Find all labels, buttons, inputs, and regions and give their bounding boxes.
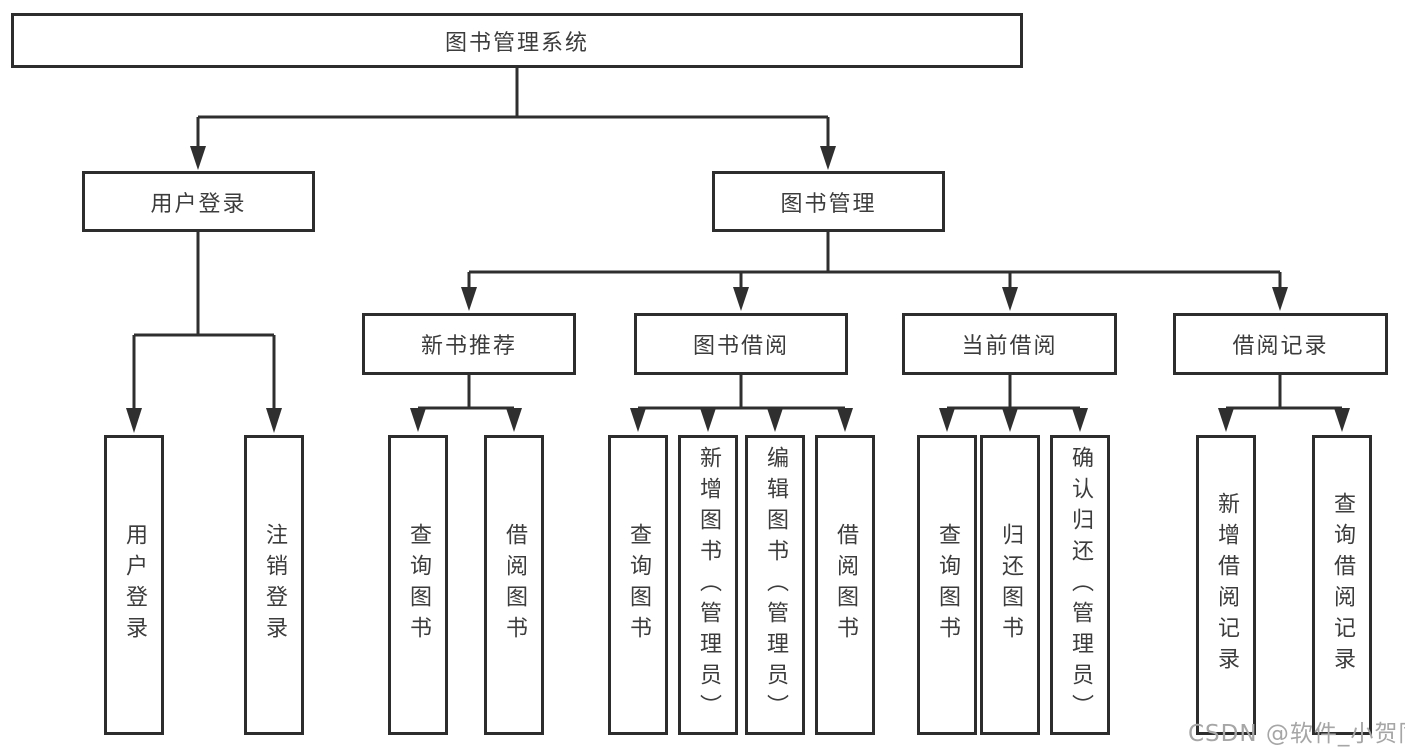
arrowhead [837,408,853,432]
node-library-system: 图书管理系统 [11,13,1023,68]
leaf-query-books-newbook-label: 查询图书 [406,523,431,647]
leaf-add-borrow-record: 新增借阅记录 [1196,435,1256,735]
leaf-query-books-current: 查询图书 [917,435,977,735]
arrowhead [1218,408,1234,432]
node-library-system-label: 图书管理系统 [444,30,589,56]
edge-current-to-leaves [947,375,1080,410]
leaf-edit-books-admin: 编辑图书（管理员） [745,435,805,735]
leaf-return-books-label: 归还图书 [998,523,1023,647]
leaf-logout: 注销登录 [244,435,304,735]
leaf-edit-books-admin-label: 编辑图书（管理员） [763,445,788,725]
node-book-management-label: 图书管理 [780,191,877,217]
node-borrowing-records-label: 借阅记录 [1232,334,1329,359]
csdn-watermark: CSDN @软件_小贺同学 [1188,721,1405,747]
arrowhead [190,146,206,170]
leaf-borrow-books: 借阅图书 [815,435,875,735]
arrowhead [1272,287,1288,311]
node-new-book-recommend-label: 新书推荐 [420,334,517,359]
node-current-borrowing-label: 当前借阅 [961,334,1058,359]
leaf-return-books: 归还图书 [980,435,1040,735]
edge-borrow-to-leaves [638,375,845,410]
edge-newbook-to-leaves [418,375,514,410]
leaf-add-books-admin-label: 新增图书（管理员） [696,445,721,725]
node-new-book-recommend: 新书推荐 [362,313,576,375]
leaf-query-books-current-label: 查询图书 [935,523,960,647]
node-current-borrowing: 当前借阅 [902,313,1117,375]
arrowhead [1334,408,1350,432]
node-user-login-label: 用户登录 [150,191,247,217]
leaf-add-books-admin: 新增图书（管理员） [678,435,738,735]
edge-login-to-leaves [132,232,276,410]
arrowhead [1072,408,1088,432]
node-book-borrowing-label: 图书借阅 [692,334,789,359]
edge-records-to-leaves [1226,375,1342,410]
arrowhead [461,287,477,311]
leaf-query-borrow-record: 查询借阅记录 [1312,435,1372,735]
edge-root-to-level2 [196,68,830,148]
node-user-login: 用户登录 [82,171,315,232]
arrowhead [266,408,282,433]
arrowhead [939,408,955,432]
node-book-management: 图书管理 [712,171,945,232]
arrowhead [733,287,749,311]
leaf-logout-label: 注销登录 [262,523,287,647]
leaf-confirm-return-admin: 确认归还（管理员） [1050,435,1110,735]
leaf-borrow-books-newbook-label: 借阅图书 [502,523,527,647]
leaf-add-borrow-record-label: 新增借阅记录 [1214,492,1239,678]
arrowhead [1002,287,1018,311]
arrowhead [767,408,783,432]
arrowhead [410,408,426,432]
leaf-confirm-return-admin-label: 确认归还（管理员） [1068,445,1093,725]
node-book-borrowing: 图书借阅 [634,313,848,375]
arrowhead [700,408,716,432]
node-borrowing-records: 借阅记录 [1173,313,1388,375]
leaf-user-login: 用户登录 [104,435,164,735]
leaf-query-books-borrow-label: 查询图书 [626,523,651,647]
leaf-borrow-books-label: 借阅图书 [833,523,858,647]
arrowhead [126,408,142,433]
arrowhead [630,408,646,432]
arrowhead [820,146,836,170]
leaf-query-borrow-record-label: 查询借阅记录 [1330,492,1355,678]
leaf-borrow-books-newbook: 借阅图书 [484,435,544,735]
arrowhead [1002,408,1018,432]
leaf-query-books-newbook: 查询图书 [388,435,448,735]
arrowhead [506,408,522,432]
edge-mgmt-to-level3 [467,232,1282,289]
leaf-user-login-label: 用户登录 [122,523,147,647]
leaf-query-books-borrow: 查询图书 [608,435,668,735]
